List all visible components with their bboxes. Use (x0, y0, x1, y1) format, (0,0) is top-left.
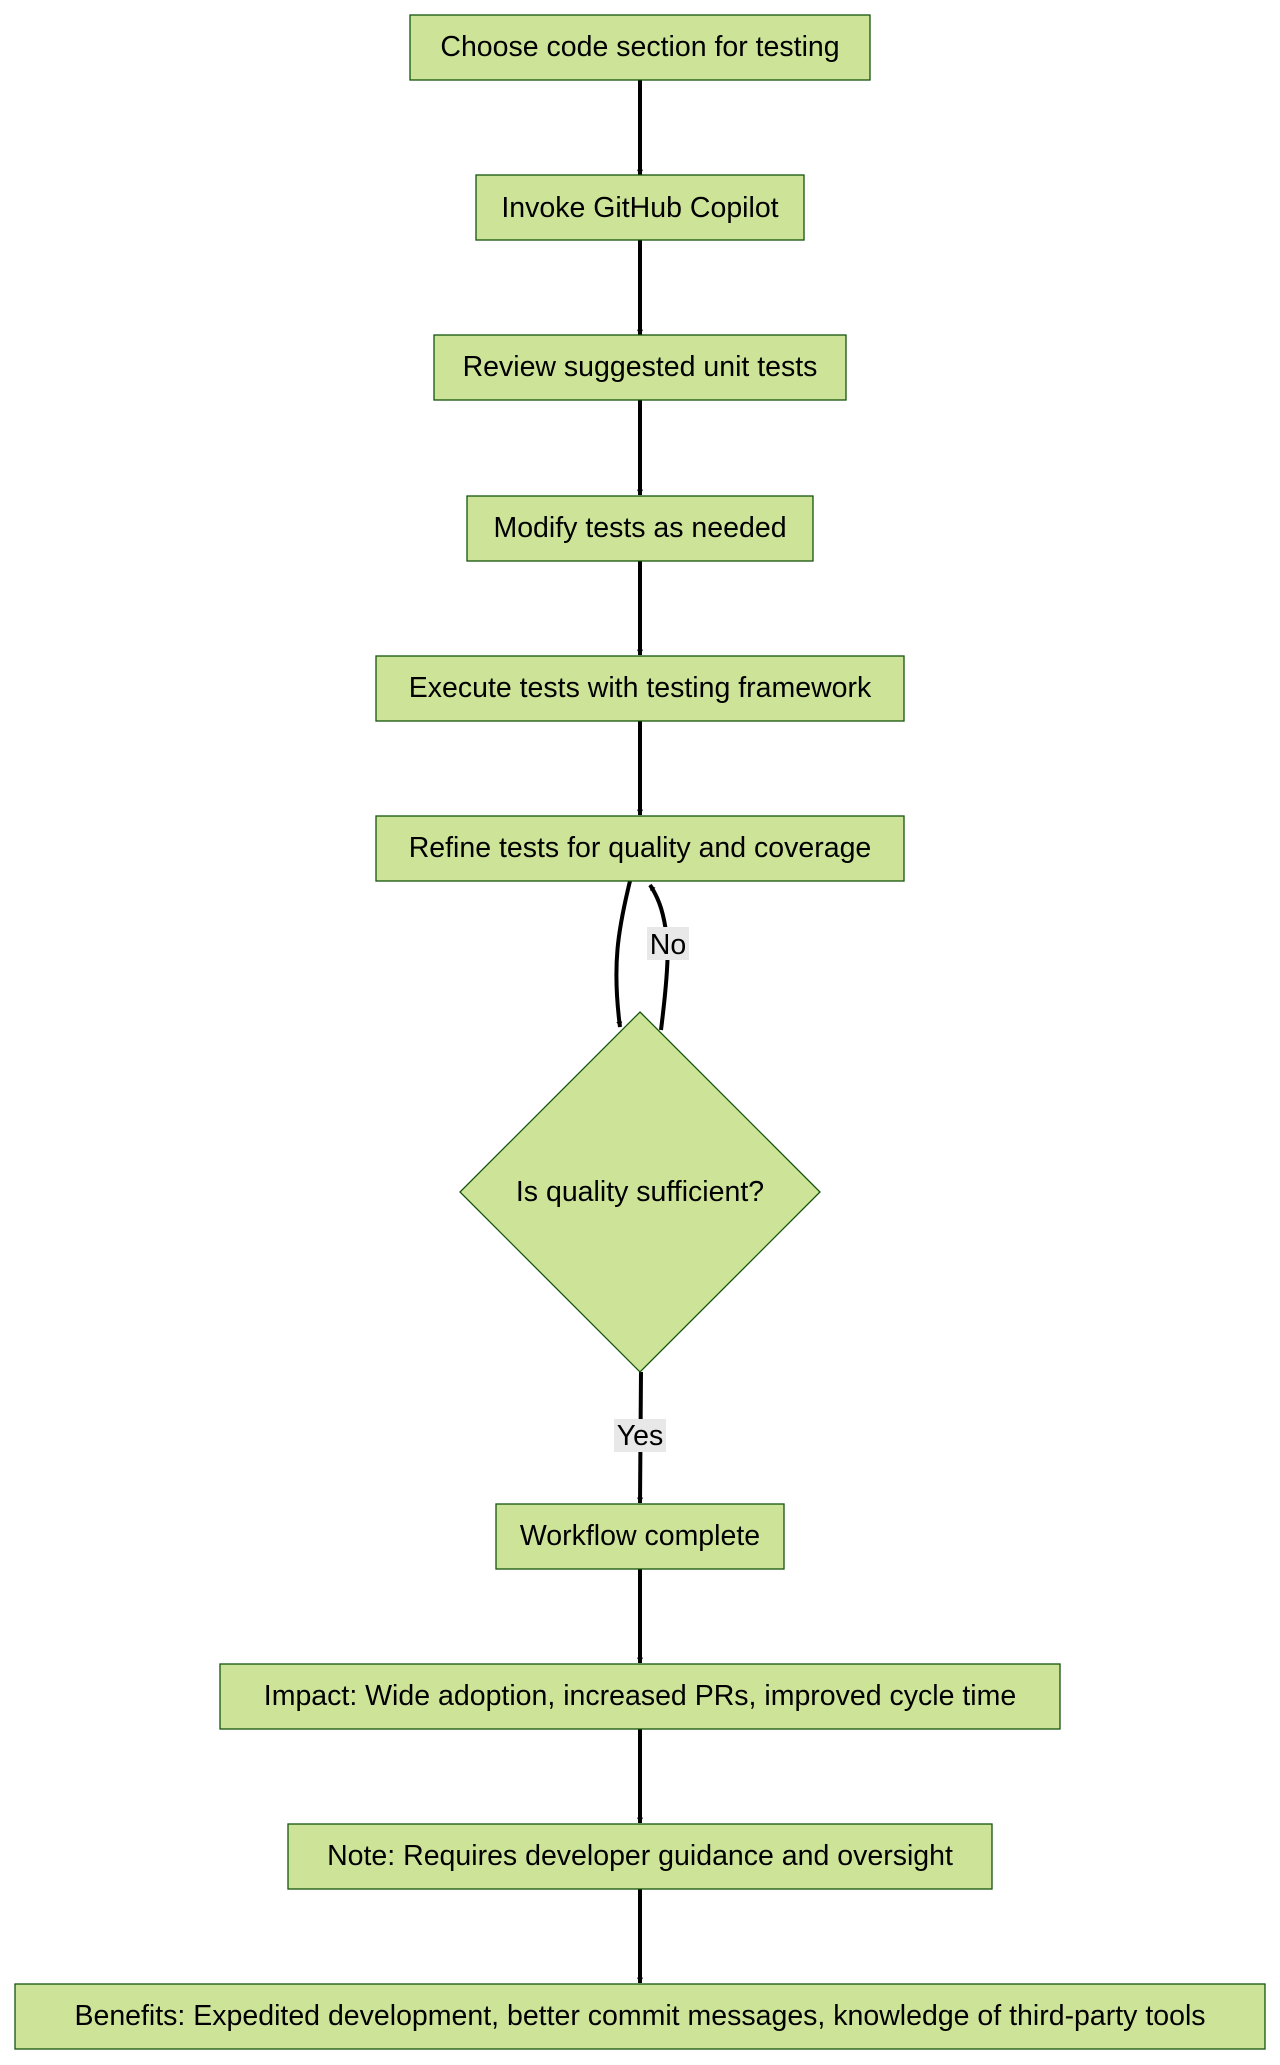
edge-label-no: No (647, 927, 689, 961)
edge-refine-decision (614, 880, 632, 1028)
node-label: Modify tests as needed (493, 512, 786, 544)
node-invoke-copilot: Invoke GitHub Copilot (475, 174, 805, 241)
node-label: Impact: Wide adoption, increased PRs, im… (264, 1680, 1016, 1712)
edge-label-no-text: No (650, 929, 686, 961)
node-label: Is quality sufficient? (516, 1176, 764, 1208)
node-decision-quality: Is quality sufficient? (459, 1011, 821, 1373)
node-benefits: Benefits: Expedited development, better … (14, 1983, 1266, 2050)
node-label: Invoke GitHub Copilot (501, 192, 778, 224)
node-label: Refine tests for quality and coverage (409, 832, 872, 864)
node-impact: Impact: Wide adoption, increased PRs, im… (219, 1663, 1061, 1730)
node-choose-code-section: Choose code section for testing (409, 14, 871, 81)
node-label: Workflow complete (520, 1520, 760, 1552)
node-review-tests: Review suggested unit tests (433, 334, 847, 401)
node-refine-tests: Refine tests for quality and coverage (375, 815, 905, 882)
edges (614, 80, 670, 1984)
node-label: Benefits: Expedited development, better … (74, 2000, 1205, 2032)
node-workflow-complete: Workflow complete (495, 1503, 785, 1570)
node-label: Note: Requires developer guidance and ov… (327, 1840, 953, 1872)
edge-label-yes: Yes (614, 1419, 666, 1452)
node-label: Execute tests with testing framework (409, 672, 872, 704)
node-label: Review suggested unit tests (463, 351, 818, 383)
node-label: Choose code section for testing (440, 31, 839, 63)
node-execute-tests: Execute tests with testing framework (375, 655, 905, 722)
node-modify-tests: Modify tests as needed (466, 495, 814, 562)
node-note: Note: Requires developer guidance and ov… (287, 1823, 993, 1890)
edge-label-yes-text: Yes (617, 1420, 664, 1452)
